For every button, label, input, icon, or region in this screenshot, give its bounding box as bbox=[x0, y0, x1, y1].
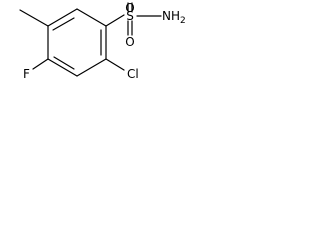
bond-c5-f bbox=[32, 58, 49, 70]
amine-subscript: 2 bbox=[180, 16, 186, 26]
sulfur-label: S bbox=[126, 9, 134, 23]
oxygen-top-label: O bbox=[125, 1, 134, 15]
ring-bond-c2-c3 bbox=[76, 8, 107, 27]
amine-label: NH2 bbox=[162, 9, 186, 26]
oxygen-bottom-label: O bbox=[125, 35, 134, 49]
molecule-svg: S O O NH2 Cl F bbox=[19, 1, 186, 81]
bond-c1-cl bbox=[105, 58, 125, 71]
benzene-ring bbox=[47, 8, 107, 77]
amine-nh: NH bbox=[162, 9, 180, 23]
bond-c2-s bbox=[105, 14, 125, 27]
fluorine-label: F bbox=[23, 67, 30, 81]
bond-c4-methyl bbox=[19, 9, 49, 27]
chemical-structure-diagram: S O O NH2 Cl F bbox=[0, 0, 204, 132]
chlorine-label: Cl bbox=[127, 67, 139, 81]
ring-bond-c6-c1 bbox=[76, 58, 107, 77]
ring-bond-c3-c4 bbox=[47, 8, 78, 27]
ring-bond-c5-c6 bbox=[47, 58, 78, 77]
ring-double-bond-inner-3 bbox=[53, 56, 75, 70]
ring-double-bond-inner-2 bbox=[52, 17, 75, 31]
